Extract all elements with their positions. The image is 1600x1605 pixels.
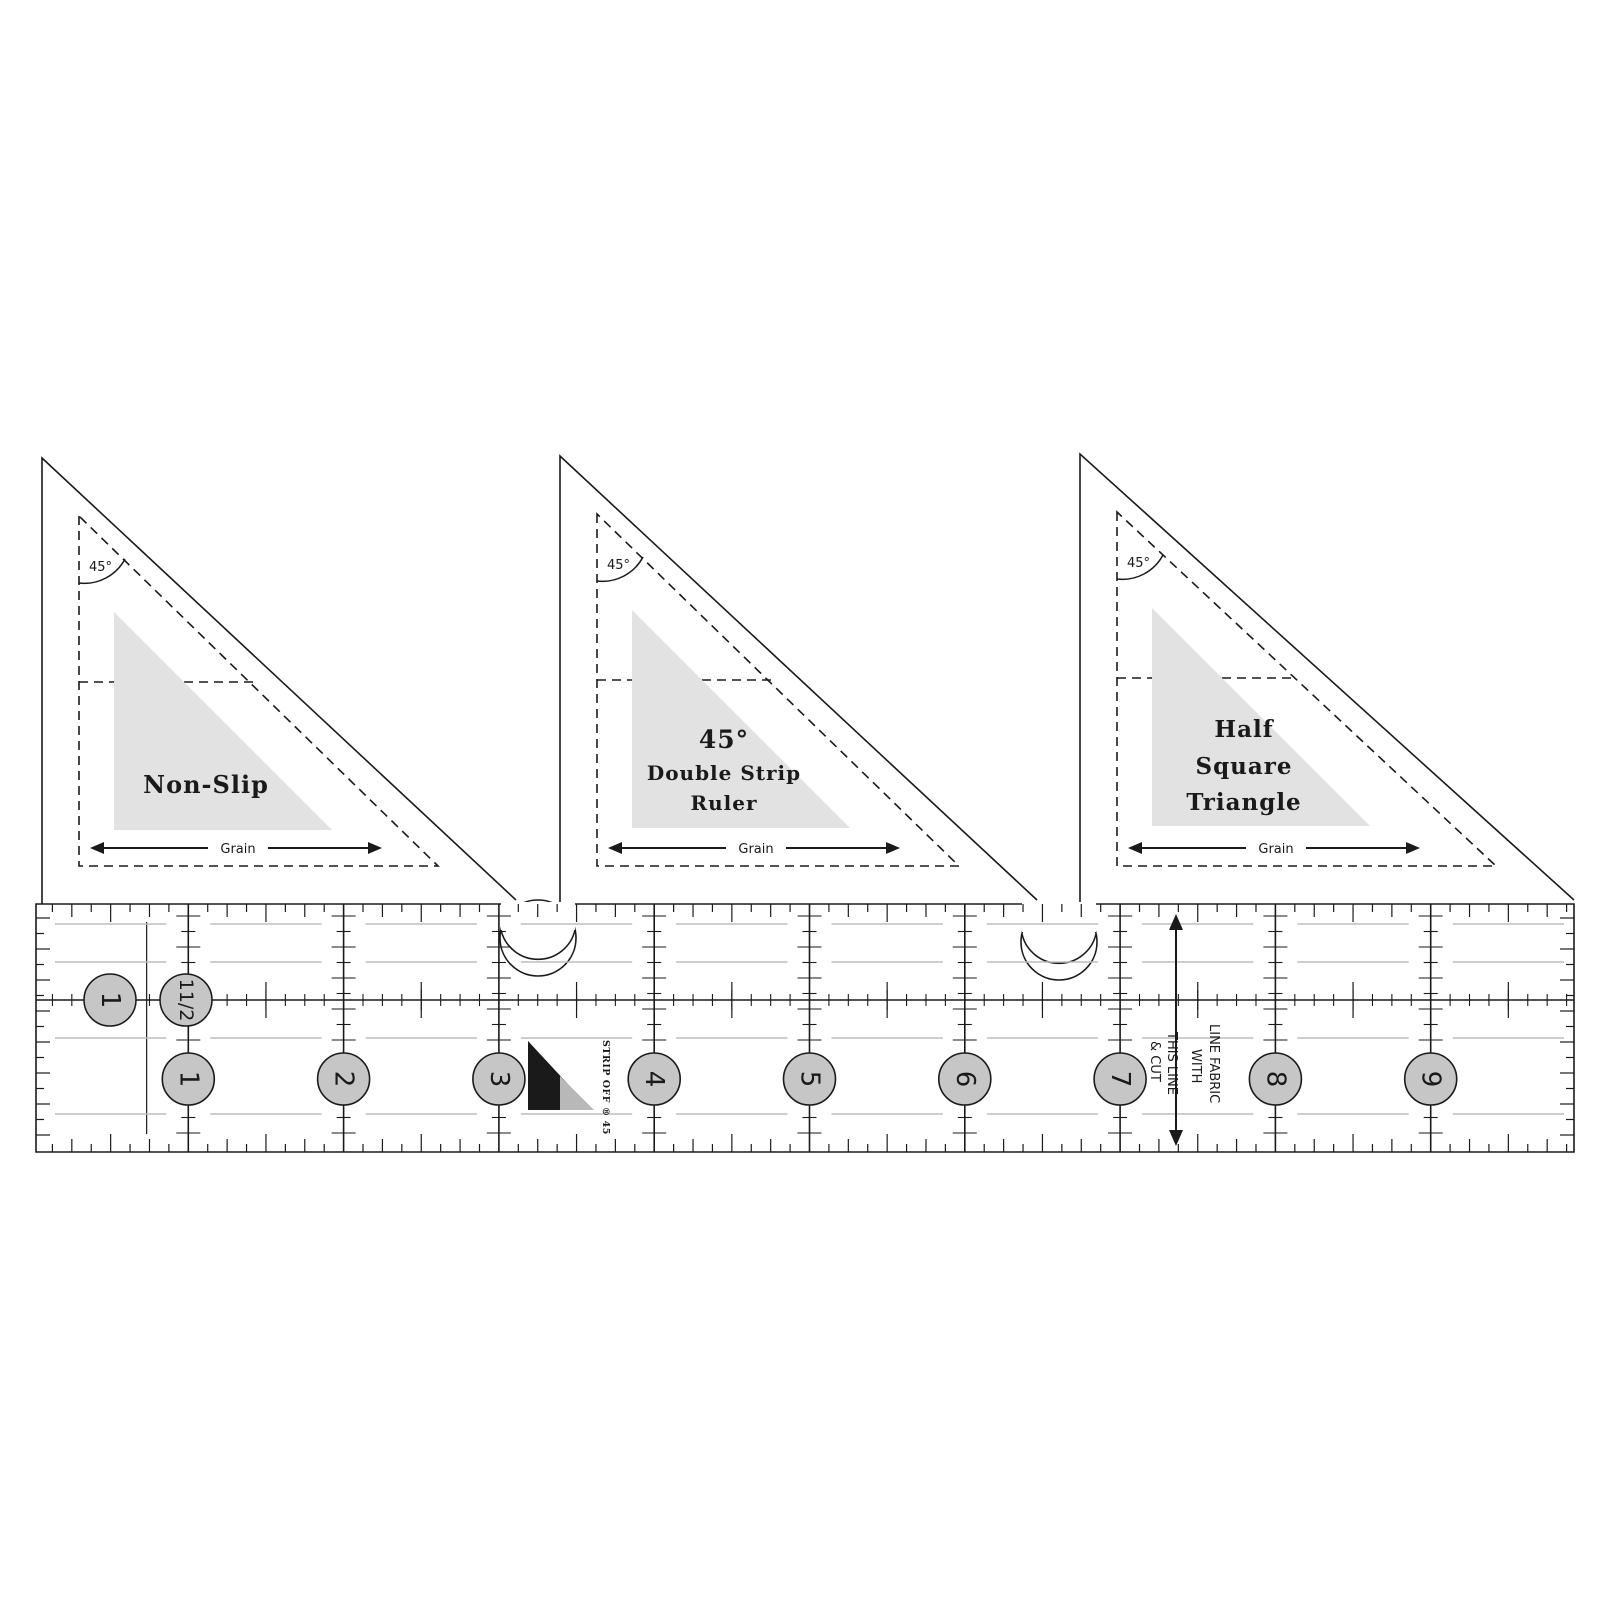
arrow-right-icon (886, 842, 900, 854)
logo-light-triangle (560, 1076, 594, 1110)
triangle-panel-1: 45° Grain Non-Slip (78, 514, 440, 867)
number-label: 5 (795, 1071, 825, 1088)
number-label: 11/2 (175, 979, 197, 1022)
panel-title-line: Half (1214, 716, 1274, 743)
number-disc (161, 1052, 216, 1106)
instruction-arrow-down-icon (1169, 1130, 1183, 1146)
panel-title-line: Triangle (1186, 789, 1301, 816)
number-disc (159, 973, 213, 1027)
grain-label: Grain (738, 842, 773, 857)
number-disc (627, 1052, 682, 1106)
strip-off-logo: STRIP OFF ® 45 (528, 1040, 611, 1135)
bottom-number-3: 3 (472, 1052, 526, 1106)
panel-title-line: Double Strip (647, 761, 801, 785)
ruler-labels: 1 11/2 1 2 3 4 5 6 7 8 9 STRIP OFF ® 45 LINE FABRICW… (83, 914, 1458, 1146)
panel-title-line: Non-Slip (143, 770, 269, 799)
number-disc (782, 1052, 837, 1106)
number-label: 7 (1105, 1071, 1135, 1088)
bottom-number-6: 6 (937, 1052, 992, 1106)
number-label: 8 (1260, 1071, 1290, 1088)
number-disc (1248, 1052, 1303, 1106)
number-label: 3 (484, 1071, 514, 1088)
panel-title-line: 45° (699, 725, 749, 754)
number-label: 1 (173, 1071, 203, 1088)
dashed-guide-triangle (596, 512, 961, 867)
bottom-number-9: 9 (1403, 1052, 1458, 1106)
top-number-2: 11/2 (159, 973, 213, 1027)
number-label: 4 (639, 1071, 669, 1088)
triangle-outline-1 (41, 456, 517, 904)
bottom-number-1: 1 (161, 1052, 216, 1106)
angle-label: 45° (89, 560, 112, 575)
dashed-guide-triangle (78, 514, 440, 867)
instruction-line-2: WITH (1188, 1049, 1203, 1083)
triangle-outline-3 (1079, 452, 1575, 904)
grain-label: Grain (1258, 842, 1293, 857)
number-disc (937, 1052, 992, 1106)
dashed-guide-triangle (1116, 510, 1499, 867)
instruction-arrow-up-icon (1169, 914, 1183, 930)
angle-arc (78, 558, 126, 585)
angle-label: 45° (1127, 556, 1150, 571)
number-disc (472, 1052, 526, 1106)
arrow-left-icon (90, 842, 104, 854)
number-disc (83, 973, 137, 1027)
ruler-body (35, 452, 1575, 1153)
shaded-triangle (632, 610, 850, 828)
arrow-right-icon (1406, 842, 1420, 854)
shaded-triangle (1152, 608, 1370, 826)
panel-title-line: Square (1195, 753, 1292, 780)
angle-arc (596, 556, 644, 583)
instruction-line-4: & CUT (1147, 1041, 1162, 1082)
instruction-line-1: LINE FABRIC (1206, 1024, 1221, 1103)
logo-caption: STRIP OFF ® 45 (600, 1040, 611, 1135)
shaded-triangle (114, 612, 332, 830)
grain-label: Grain (220, 842, 255, 857)
number-label: 2 (329, 1071, 359, 1088)
bottom-number-5: 5 (782, 1052, 837, 1106)
number-label: 6 (950, 1071, 980, 1088)
number-label: 9 (1416, 1071, 1446, 1088)
bottom-number-2: 2 (316, 1052, 371, 1106)
panel-title-line: Ruler (690, 791, 757, 815)
arrow-left-icon (1128, 842, 1142, 854)
triangle-outline-2 (559, 454, 1038, 904)
bottom-number-4: 4 (627, 1052, 682, 1106)
instruction-line-3: THIS LINE (1164, 1031, 1179, 1095)
number-disc (1093, 1052, 1147, 1106)
ruler-strip-outline (35, 903, 1575, 1153)
top-number-1: 1 (83, 973, 137, 1027)
angle-label: 45° (607, 558, 630, 573)
number-disc (316, 1052, 371, 1106)
angle-arc (1116, 554, 1164, 581)
bottom-number-8: 8 (1248, 1052, 1303, 1106)
arrow-left-icon (608, 842, 622, 854)
number-disc (1403, 1052, 1458, 1106)
triangle-panels: 45° Grain Non-Slip 45° Grain 45° Double StripR… (78, 510, 1499, 867)
arrow-right-icon (368, 842, 382, 854)
bottom-number-7: 7 (1093, 1052, 1147, 1106)
number-label: 1 (95, 992, 125, 1009)
